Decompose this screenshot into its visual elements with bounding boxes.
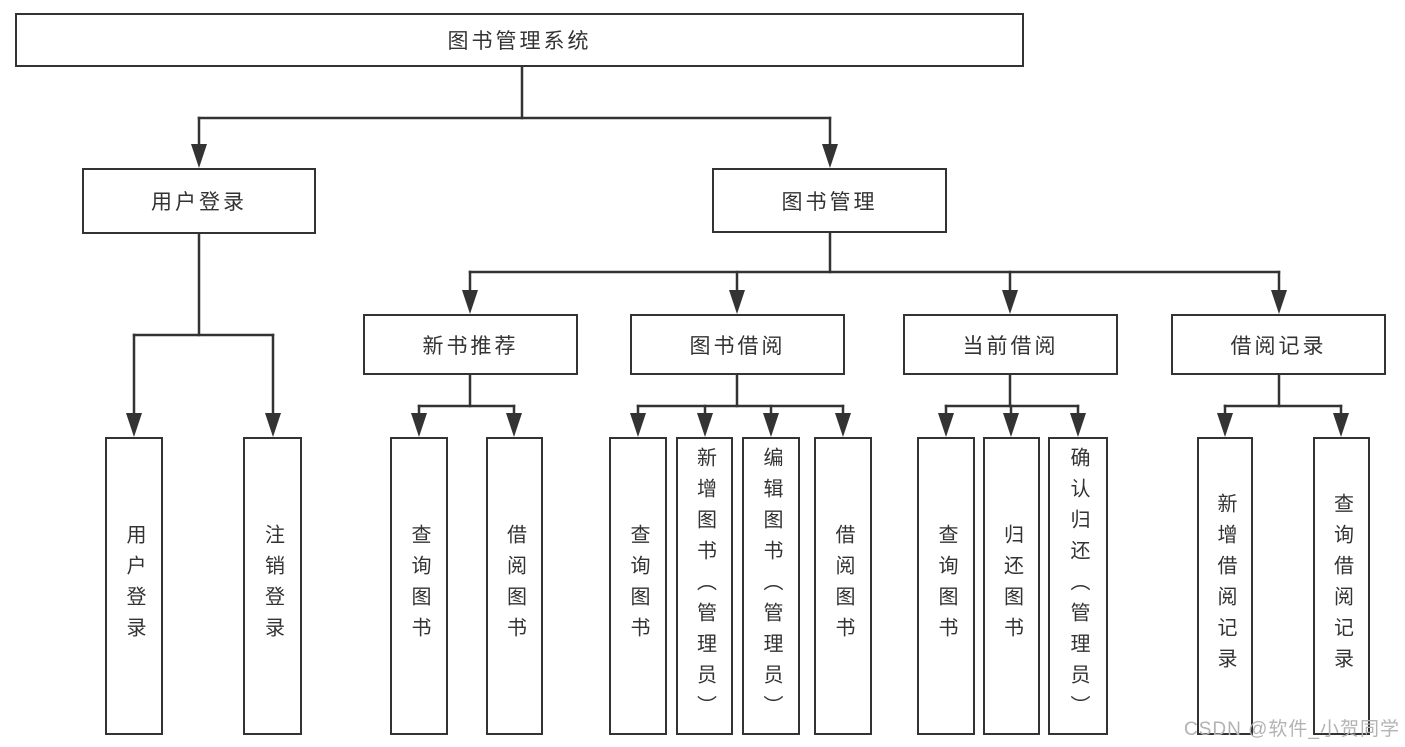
leaf-query-books-recommend-label: 查询图书 [408, 524, 430, 648]
leaf-logout-label: 注销登录 [261, 524, 284, 648]
node-library-system: 图书管理系统 [15, 13, 1024, 67]
leaf-borrow-books-recommend-label: 借阅图书 [503, 524, 526, 648]
leaf-borrow-books-borrowing: 借阅图书 [814, 437, 872, 735]
arrowheads [126, 144, 1349, 437]
leaf-query-borrow-record: 查询借阅记录 [1313, 437, 1370, 735]
node-current-borrowing-label: 当前借阅 [962, 334, 1059, 358]
leaf-query-books-borrowing: 查询图书 [609, 437, 667, 735]
node-book-borrowing: 图书借阅 [630, 314, 845, 375]
leaf-query-borrow-record-label: 查询借阅记录 [1330, 493, 1353, 679]
leaf-query-books-current: 查询图书 [917, 437, 975, 735]
node-book-management: 图书管理 [712, 168, 947, 233]
leaf-add-book-admin: 新增图书（管理员） [676, 437, 733, 735]
node-user-login: 用户登录 [82, 168, 316, 234]
leaf-confirm-return-admin: 确认归还（管理员） [1048, 437, 1108, 735]
node-current-borrowing: 当前借阅 [903, 314, 1118, 375]
leaf-add-borrow-record-label: 新增借阅记录 [1214, 493, 1236, 679]
node-borrowing-records: 借阅记录 [1171, 314, 1386, 375]
node-user-login-label: 用户登录 [151, 191, 247, 214]
leaf-user-login: 用户登录 [105, 437, 163, 735]
leaf-query-books-recommend: 查询图书 [390, 437, 448, 735]
csdn-watermark: CSDN @软件_小贺同学 [1184, 719, 1400, 740]
leaf-edit-book-admin-label: 编辑图书（管理员） [760, 446, 782, 726]
node-library-system-label: 图书管理系统 [447, 30, 592, 53]
leaf-confirm-return-admin-label: 确认归还（管理员） [1067, 446, 1089, 726]
node-borrowing-records-label: 借阅记录 [1230, 334, 1327, 358]
node-book-management-label: 图书管理 [781, 190, 878, 214]
node-new-book-recommend-label: 新书推荐 [422, 334, 519, 358]
leaf-query-books-current-label: 查询图书 [935, 524, 957, 648]
leaf-logout: 注销登录 [243, 437, 302, 735]
leaf-borrow-books-borrowing-label: 借阅图书 [832, 524, 854, 648]
leaf-return-books-label: 归还图书 [1000, 524, 1023, 648]
leaf-edit-book-admin: 编辑图书（管理员） [742, 437, 800, 735]
leaf-return-books: 归还图书 [983, 437, 1040, 735]
node-new-book-recommend: 新书推荐 [363, 314, 578, 375]
node-book-borrowing-label: 图书借阅 [689, 334, 786, 358]
leaf-borrow-books-recommend: 借阅图书 [486, 437, 543, 735]
leaf-query-books-borrowing-label: 查询图书 [627, 524, 649, 648]
leaf-add-book-admin-label: 新增图书（管理员） [693, 446, 716, 726]
leaf-user-login-label: 用户登录 [123, 524, 145, 648]
leaf-add-borrow-record: 新增借阅记录 [1197, 437, 1253, 735]
